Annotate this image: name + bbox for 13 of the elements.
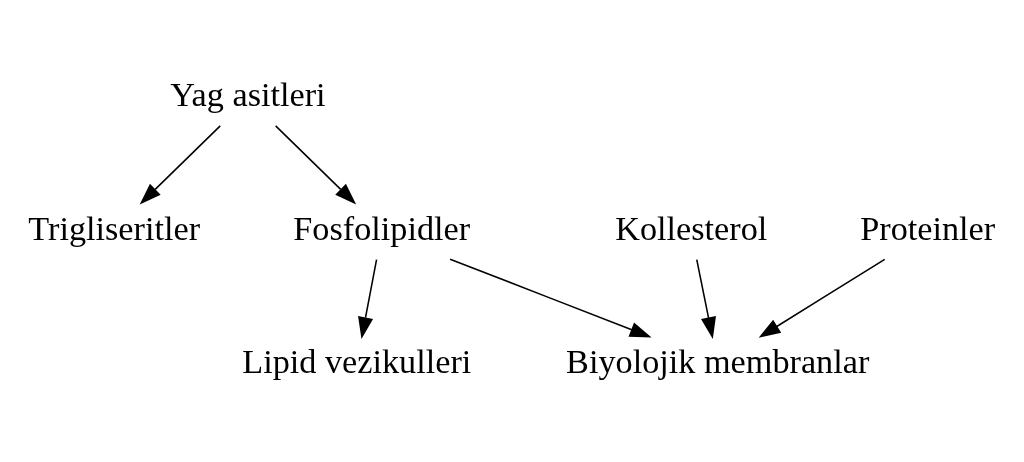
arrow (695, 258, 716, 339)
arrow (358, 258, 378, 339)
node-text: Kollesterol (615, 209, 768, 247)
node-text: Proteinler (860, 209, 996, 247)
arrow (758, 258, 886, 338)
arrow (139, 125, 221, 205)
node-text: Trigliseritler (28, 209, 201, 247)
node-text: Yag asitleri (170, 75, 326, 113)
arrow (449, 258, 652, 338)
node-text: Biyolojik membranlar (566, 343, 870, 381)
node-text: Fosfolipidler (293, 209, 471, 247)
node-text: Lipid vezikulleri (242, 343, 472, 381)
arrow (274, 125, 357, 205)
